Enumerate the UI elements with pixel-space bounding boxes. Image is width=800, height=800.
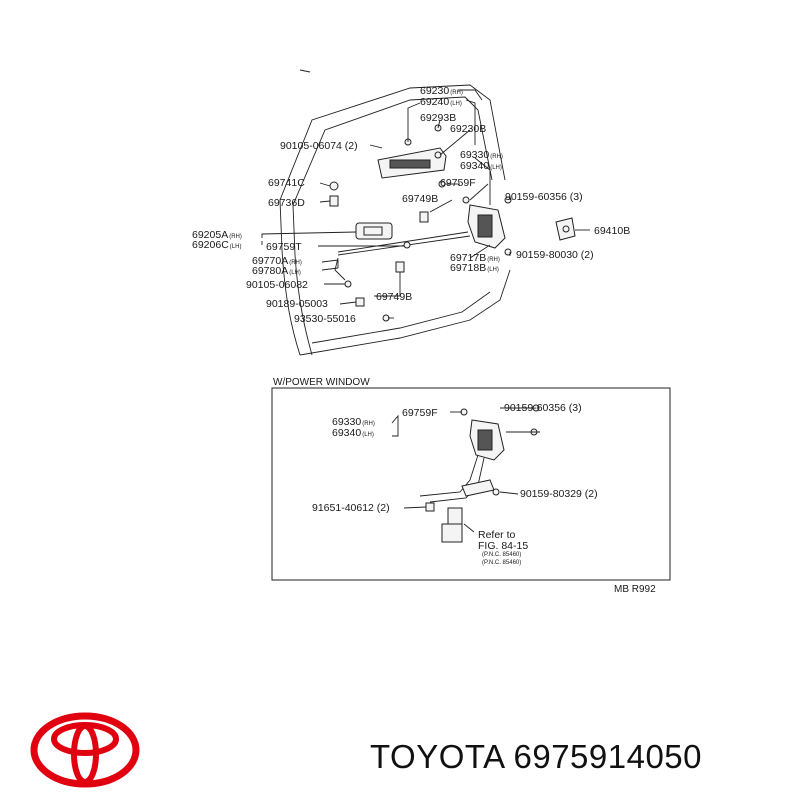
logo-inner-vertical xyxy=(71,723,99,785)
brand-part-number: TOYOTA 6975914050 xyxy=(370,738,702,776)
label-69230b: 69230B xyxy=(450,123,486,135)
label-69205a: 69205A(RH) xyxy=(192,229,242,241)
label-90159-80030: 90159-80030 (2) xyxy=(516,249,594,261)
label-69749b-bottom: 69749B xyxy=(376,291,412,303)
door-lock-assembly xyxy=(467,196,512,256)
inset-label-90159-60356: 90159-60356 (3) xyxy=(504,402,582,414)
upper-labels: 69230(RH) 69240(LH) 69293B 69230B 90105-… xyxy=(192,85,630,325)
refer-line-4: (P.N.C. 85460) xyxy=(482,560,521,566)
label-90189-05003: 90189-05003 xyxy=(266,298,328,310)
label-93530-55016: 93530-55016 xyxy=(294,313,356,325)
toyota-logo-icon xyxy=(30,712,140,788)
inset-label-91651-40612: 91651-40612 (2) xyxy=(312,502,390,514)
label-69240: 69240(LH) xyxy=(420,96,462,108)
label-69749b-top: 69749B xyxy=(402,193,438,205)
label-90105-06082: 90105-06082 xyxy=(246,279,308,291)
label-90159-60356: 90159-60356 (3) xyxy=(505,191,583,203)
logo-inner-horizontal xyxy=(51,722,119,756)
label-69293b: 69293B xyxy=(420,112,456,124)
lock-rods xyxy=(329,180,471,322)
inset-label-69340: 69340(LH) xyxy=(332,427,374,439)
label-69759f: 69759F xyxy=(440,177,476,189)
upper-leader-lines xyxy=(261,89,590,319)
inset-title: W/POWER WINDOW xyxy=(273,377,370,388)
door-outline xyxy=(279,69,511,356)
label-69741c: 69741C xyxy=(268,177,305,189)
label-69717b: 69717B(RH) xyxy=(450,252,500,264)
label-69230: 69230(RH) xyxy=(420,85,463,97)
inset-label-90159-80329: 90159-80329 (2) xyxy=(520,488,598,500)
inset-label-69330: 69330(RH) xyxy=(332,416,375,428)
window-regulator-handle xyxy=(377,124,447,179)
label-69330: 69330(RH) xyxy=(460,149,503,161)
inset-label-69759f: 69759F xyxy=(402,407,438,419)
brand-name: TOYOTA xyxy=(370,738,504,775)
refer-line-2: FIG. 84-15 xyxy=(478,540,528,552)
inset-frame xyxy=(271,387,671,581)
label-69770a: 69770A(RH) xyxy=(252,255,302,267)
refer-line-1: Refer to xyxy=(478,529,516,541)
inside-handle-bezel xyxy=(355,222,393,240)
label-69736d: 69736D xyxy=(268,197,305,209)
striker xyxy=(555,217,576,241)
refer-line-3: (P.N.C. 85460) xyxy=(482,552,521,558)
label-69206c: 69206C(LH) xyxy=(192,239,241,251)
label-90105-06074: 90105-06074 (2) xyxy=(280,140,358,152)
label-69410b: 69410B xyxy=(594,225,630,237)
label-69340: 69340(LH) xyxy=(460,160,502,172)
label-69718b: 69718B(LH) xyxy=(450,262,499,274)
label-69759t: 69759T xyxy=(266,241,302,253)
figure-code: MB R992 xyxy=(614,584,656,595)
part-number: 6975914050 xyxy=(513,738,703,775)
label-69780a: 69780A(LH) xyxy=(252,265,301,277)
power-window-inset: W/POWER WINDOW 69330(RH) 69340(LH) 69759… xyxy=(271,377,671,581)
